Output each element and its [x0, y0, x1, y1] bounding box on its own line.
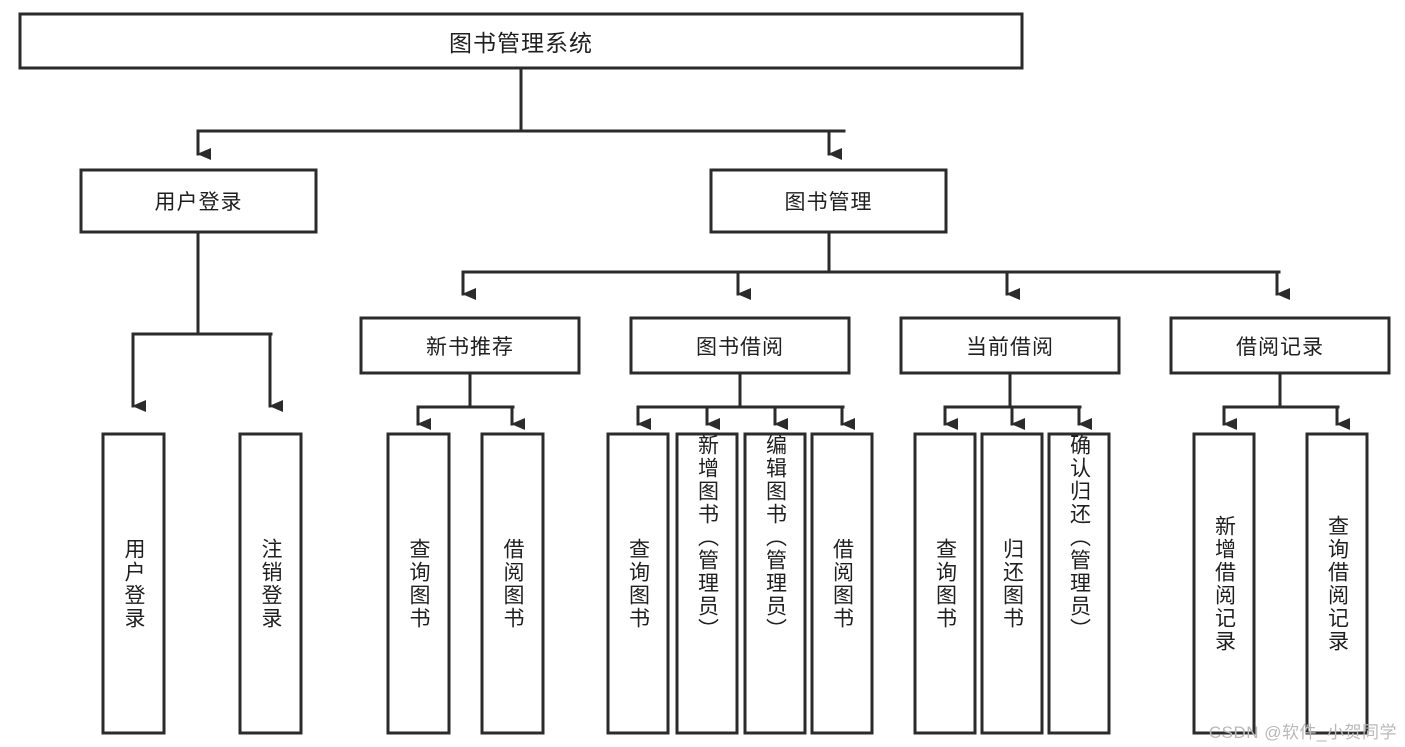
node-box-book-manage — [709, 168, 948, 234]
leaf-box-current-borrow-2 — [1047, 432, 1111, 735]
leaf-box-new-book-0 — [386, 432, 451, 735]
leaf-box-current-borrow-1 — [980, 432, 1044, 735]
node-box-new-book — [359, 316, 581, 375]
node-box-user-login — [79, 168, 318, 234]
leaf-box-book-borrow-2 — [743, 432, 807, 735]
leaf-box-current-borrow-0 — [913, 432, 977, 735]
node-box-book-borrow — [629, 316, 851, 375]
node-box-root — [18, 12, 1024, 70]
node-box-borrow-record — [1169, 316, 1391, 375]
leaf-box-new-book-1 — [480, 432, 545, 735]
leaf-box-user-login-0 — [101, 432, 166, 735]
leaf-box-borrow-record-0 — [1192, 432, 1256, 735]
leaf-box-borrow-record-1 — [1305, 432, 1369, 735]
leaf-box-book-borrow-0 — [606, 432, 670, 735]
leaf-box-book-borrow-3 — [810, 432, 874, 735]
leaf-box-book-borrow-1 — [675, 432, 739, 735]
leaf-box-user-login-1 — [238, 432, 303, 735]
node-box-current-borrow — [899, 316, 1121, 375]
